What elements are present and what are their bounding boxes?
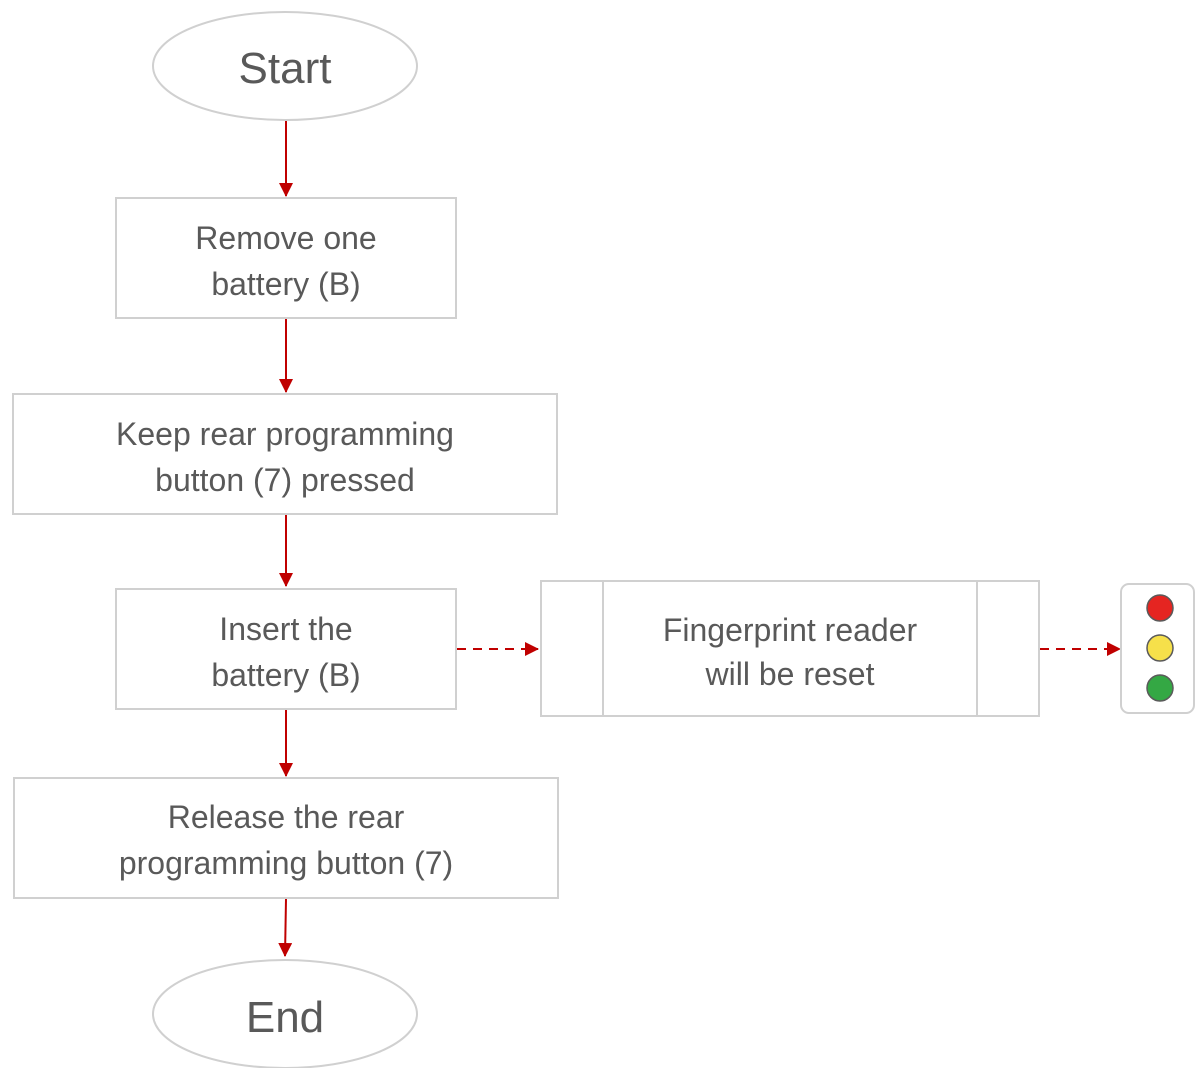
- traffic-light-icon: [1120, 583, 1195, 714]
- step-insert-battery: Insert the battery (B): [115, 588, 457, 710]
- red-light-icon: [1146, 594, 1174, 622]
- step-remove-battery: Remove one battery (B): [115, 197, 457, 319]
- step-3-line-2: battery (B): [211, 657, 360, 693]
- step-keep-button-pressed: Keep rear programming button (7) pressed: [12, 393, 558, 515]
- arrow-step-4-to-end: [278, 898, 293, 957]
- step-2-line-1: Keep rear programming: [116, 416, 454, 452]
- start-terminator: Start: [152, 11, 418, 121]
- process-line-2: will be reset: [705, 656, 875, 692]
- end-label: End: [246, 993, 324, 1042]
- process-fingerprint-reset: Fingerprint reader will be reset: [540, 580, 1040, 717]
- step-4-line-2: programming button (7): [119, 845, 453, 881]
- step-release-button: Release the rear programming button (7): [13, 777, 559, 899]
- step-2-line-2: button (7) pressed: [155, 462, 415, 498]
- step-1-line-2: battery (B): [211, 266, 360, 302]
- end-terminator: End: [152, 959, 418, 1068]
- step-1-line-1: Remove one: [195, 220, 376, 256]
- green-light-icon: [1146, 674, 1174, 702]
- yellow-light-icon: [1146, 634, 1174, 662]
- step-3-line-1: Insert the: [219, 611, 352, 647]
- step-4-line-1: Release the rear: [168, 799, 405, 835]
- start-label: Start: [239, 44, 332, 93]
- process-line-1: Fingerprint reader: [663, 612, 918, 648]
